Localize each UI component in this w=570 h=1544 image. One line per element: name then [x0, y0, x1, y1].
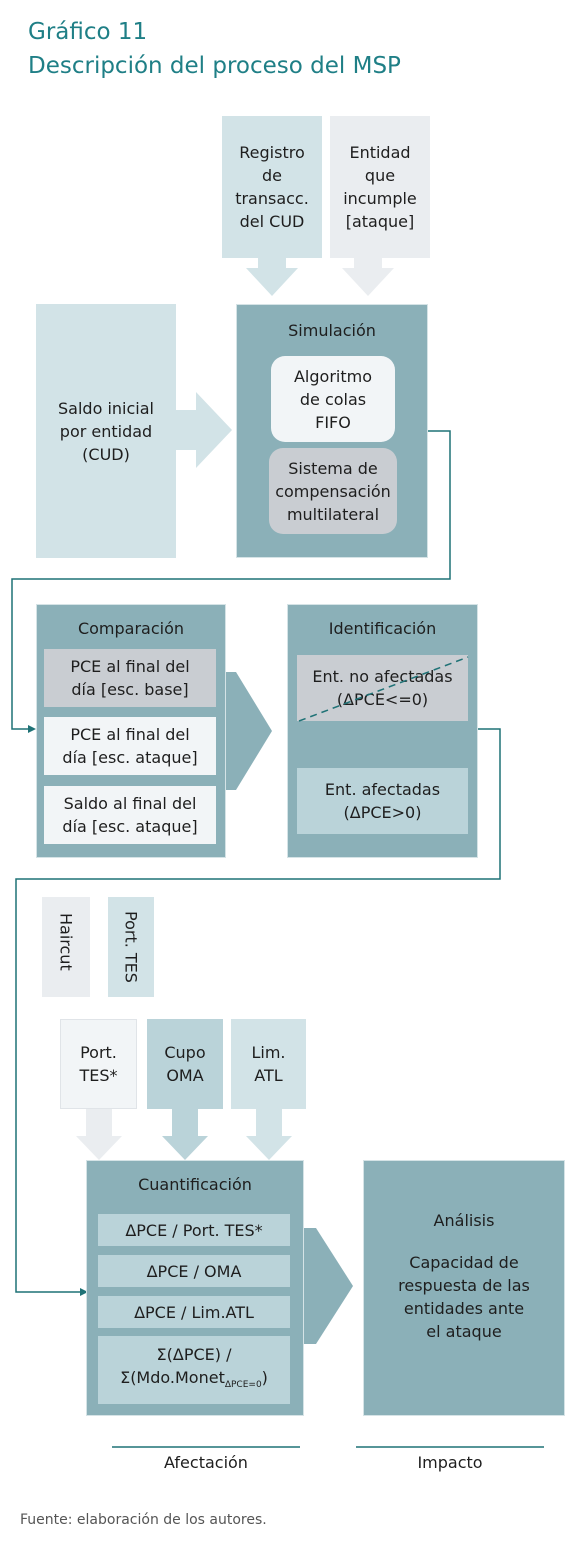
registro-box: Registro de transacc. del CUD	[222, 116, 322, 258]
simulacion-title: Simulación	[288, 321, 376, 340]
cuant-item-3-text: ΔPCE / Lim.ATL	[134, 1302, 254, 1322]
cuant-item-2: ΔPCE / OMA	[98, 1255, 290, 1287]
cupo-oma-text: Cupo OMA	[164, 1043, 206, 1085]
cuant-item-4-line1: Σ(ΔPCE) /	[156, 1344, 232, 1364]
arrow-right-cuantificacion	[304, 1228, 353, 1344]
cuant-item-4: Σ(ΔPCE) / Σ(Mdo.MonetΔPCE=0)	[98, 1336, 290, 1404]
arrow-down-lim	[246, 1108, 292, 1160]
cuant-item-1: ΔPCE / Port. TES*	[98, 1214, 290, 1246]
cuant-item-1-text: ΔPCE / Port. TES*	[125, 1220, 263, 1240]
comparacion-item-2-text: PCE al final del día [esc. ataque]	[62, 725, 198, 767]
analisis-box: Análisis Capacidad de respuesta de las e…	[363, 1160, 565, 1416]
cupo-oma-box: Cupo OMA	[147, 1019, 223, 1109]
port-tes-vertical-box: Port. TES	[108, 897, 154, 997]
chart-title: Descripción del proceso del MSP	[28, 53, 401, 79]
port-tes-star-box: Port. TES*	[60, 1019, 137, 1109]
port-tes-vertical-text: Port. TES	[121, 911, 141, 983]
entidad-box: Entidad que incumple [ataque]	[330, 116, 430, 258]
saldo-inicial-box: Saldo inicial por entidad (CUD)	[36, 304, 176, 558]
cuant-item-4-main: Σ(Mdo.Monet	[120, 1367, 225, 1387]
analisis-text: Capacidad de respuesta de las entidades …	[398, 1253, 530, 1341]
afectadas-box: Ent. afectadas (ΔPCE>0)	[297, 768, 468, 834]
cuant-item-3: ΔPCE / Lim.ATL	[98, 1296, 290, 1328]
haircut-text: Haircut	[56, 913, 76, 971]
registro-text: Registro de transacc. del CUD	[235, 143, 309, 231]
source-note: Fuente: elaboración de los autores.	[20, 1512, 267, 1528]
arrow-right-saldo	[176, 392, 232, 468]
saldo-inicial-text: Saldo inicial por entidad (CUD)	[58, 398, 154, 464]
cuant-item-4-line2: Σ(Mdo.MonetΔPCE=0)	[120, 1366, 268, 1397]
cuant-item-2-text: ΔPCE / OMA	[146, 1261, 242, 1281]
cuant-item-4-sub: ΔPCE=0	[224, 1380, 262, 1391]
arrow-down-entidad	[342, 258, 394, 296]
connector-sim-comp	[11, 430, 451, 730]
sistema-text: Sistema de compensación multilateral	[275, 458, 391, 524]
port-tes-star-text: Port. TES*	[79, 1043, 118, 1085]
identificacion-title: Identificación	[328, 619, 437, 638]
cuant-item-4-close: )	[261, 1367, 268, 1387]
chart-number: Gráfico 11	[28, 19, 148, 45]
arrow-down-registro	[246, 258, 298, 296]
no-afectadas-box: Ent. no afectadas (ΔPCE<=0)	[297, 655, 468, 721]
entidad-text: Entidad que incumple [ataque]	[343, 143, 417, 231]
no-afectadas-text: Ent. no afectadas (ΔPCE<=0)	[312, 667, 453, 709]
lim-atl-box: Lim. ATL	[231, 1019, 306, 1109]
comparacion-item-3-text: Saldo al final del día [esc. ataque]	[62, 794, 198, 836]
sistema-box: Sistema de compensación multilateral	[269, 448, 397, 534]
arrow-down-port-tes	[76, 1108, 122, 1160]
afectacion-label: Afectación	[164, 1453, 248, 1472]
arrow-down-cupo	[162, 1108, 208, 1160]
comparacion-item-1-text: PCE al final del día [esc. base]	[70, 657, 190, 699]
algoritmo-box: Algoritmo de colas FIFO	[271, 356, 395, 442]
cuantificacion-title: Cuantificación	[138, 1175, 252, 1194]
lim-atl-text: Lim. ATL	[251, 1043, 286, 1085]
comparacion-item-1: PCE al final del día [esc. base]	[44, 649, 216, 707]
impacto-label: Impacto	[417, 1453, 483, 1472]
arrow-right-comparacion	[226, 672, 272, 790]
comparacion-item-3: Saldo al final del día [esc. ataque]	[44, 786, 216, 844]
afectadas-text: Ent. afectadas (ΔPCE>0)	[324, 780, 441, 822]
comparacion-item-2: PCE al final del día [esc. ataque]	[44, 717, 216, 775]
analisis-title: Análisis	[433, 1211, 495, 1230]
comparacion-title: Comparación	[77, 619, 185, 638]
algoritmo-text: Algoritmo de colas FIFO	[293, 366, 372, 432]
haircut-box: Haircut	[42, 897, 90, 997]
connector-ident-cuant	[15, 728, 501, 1293]
